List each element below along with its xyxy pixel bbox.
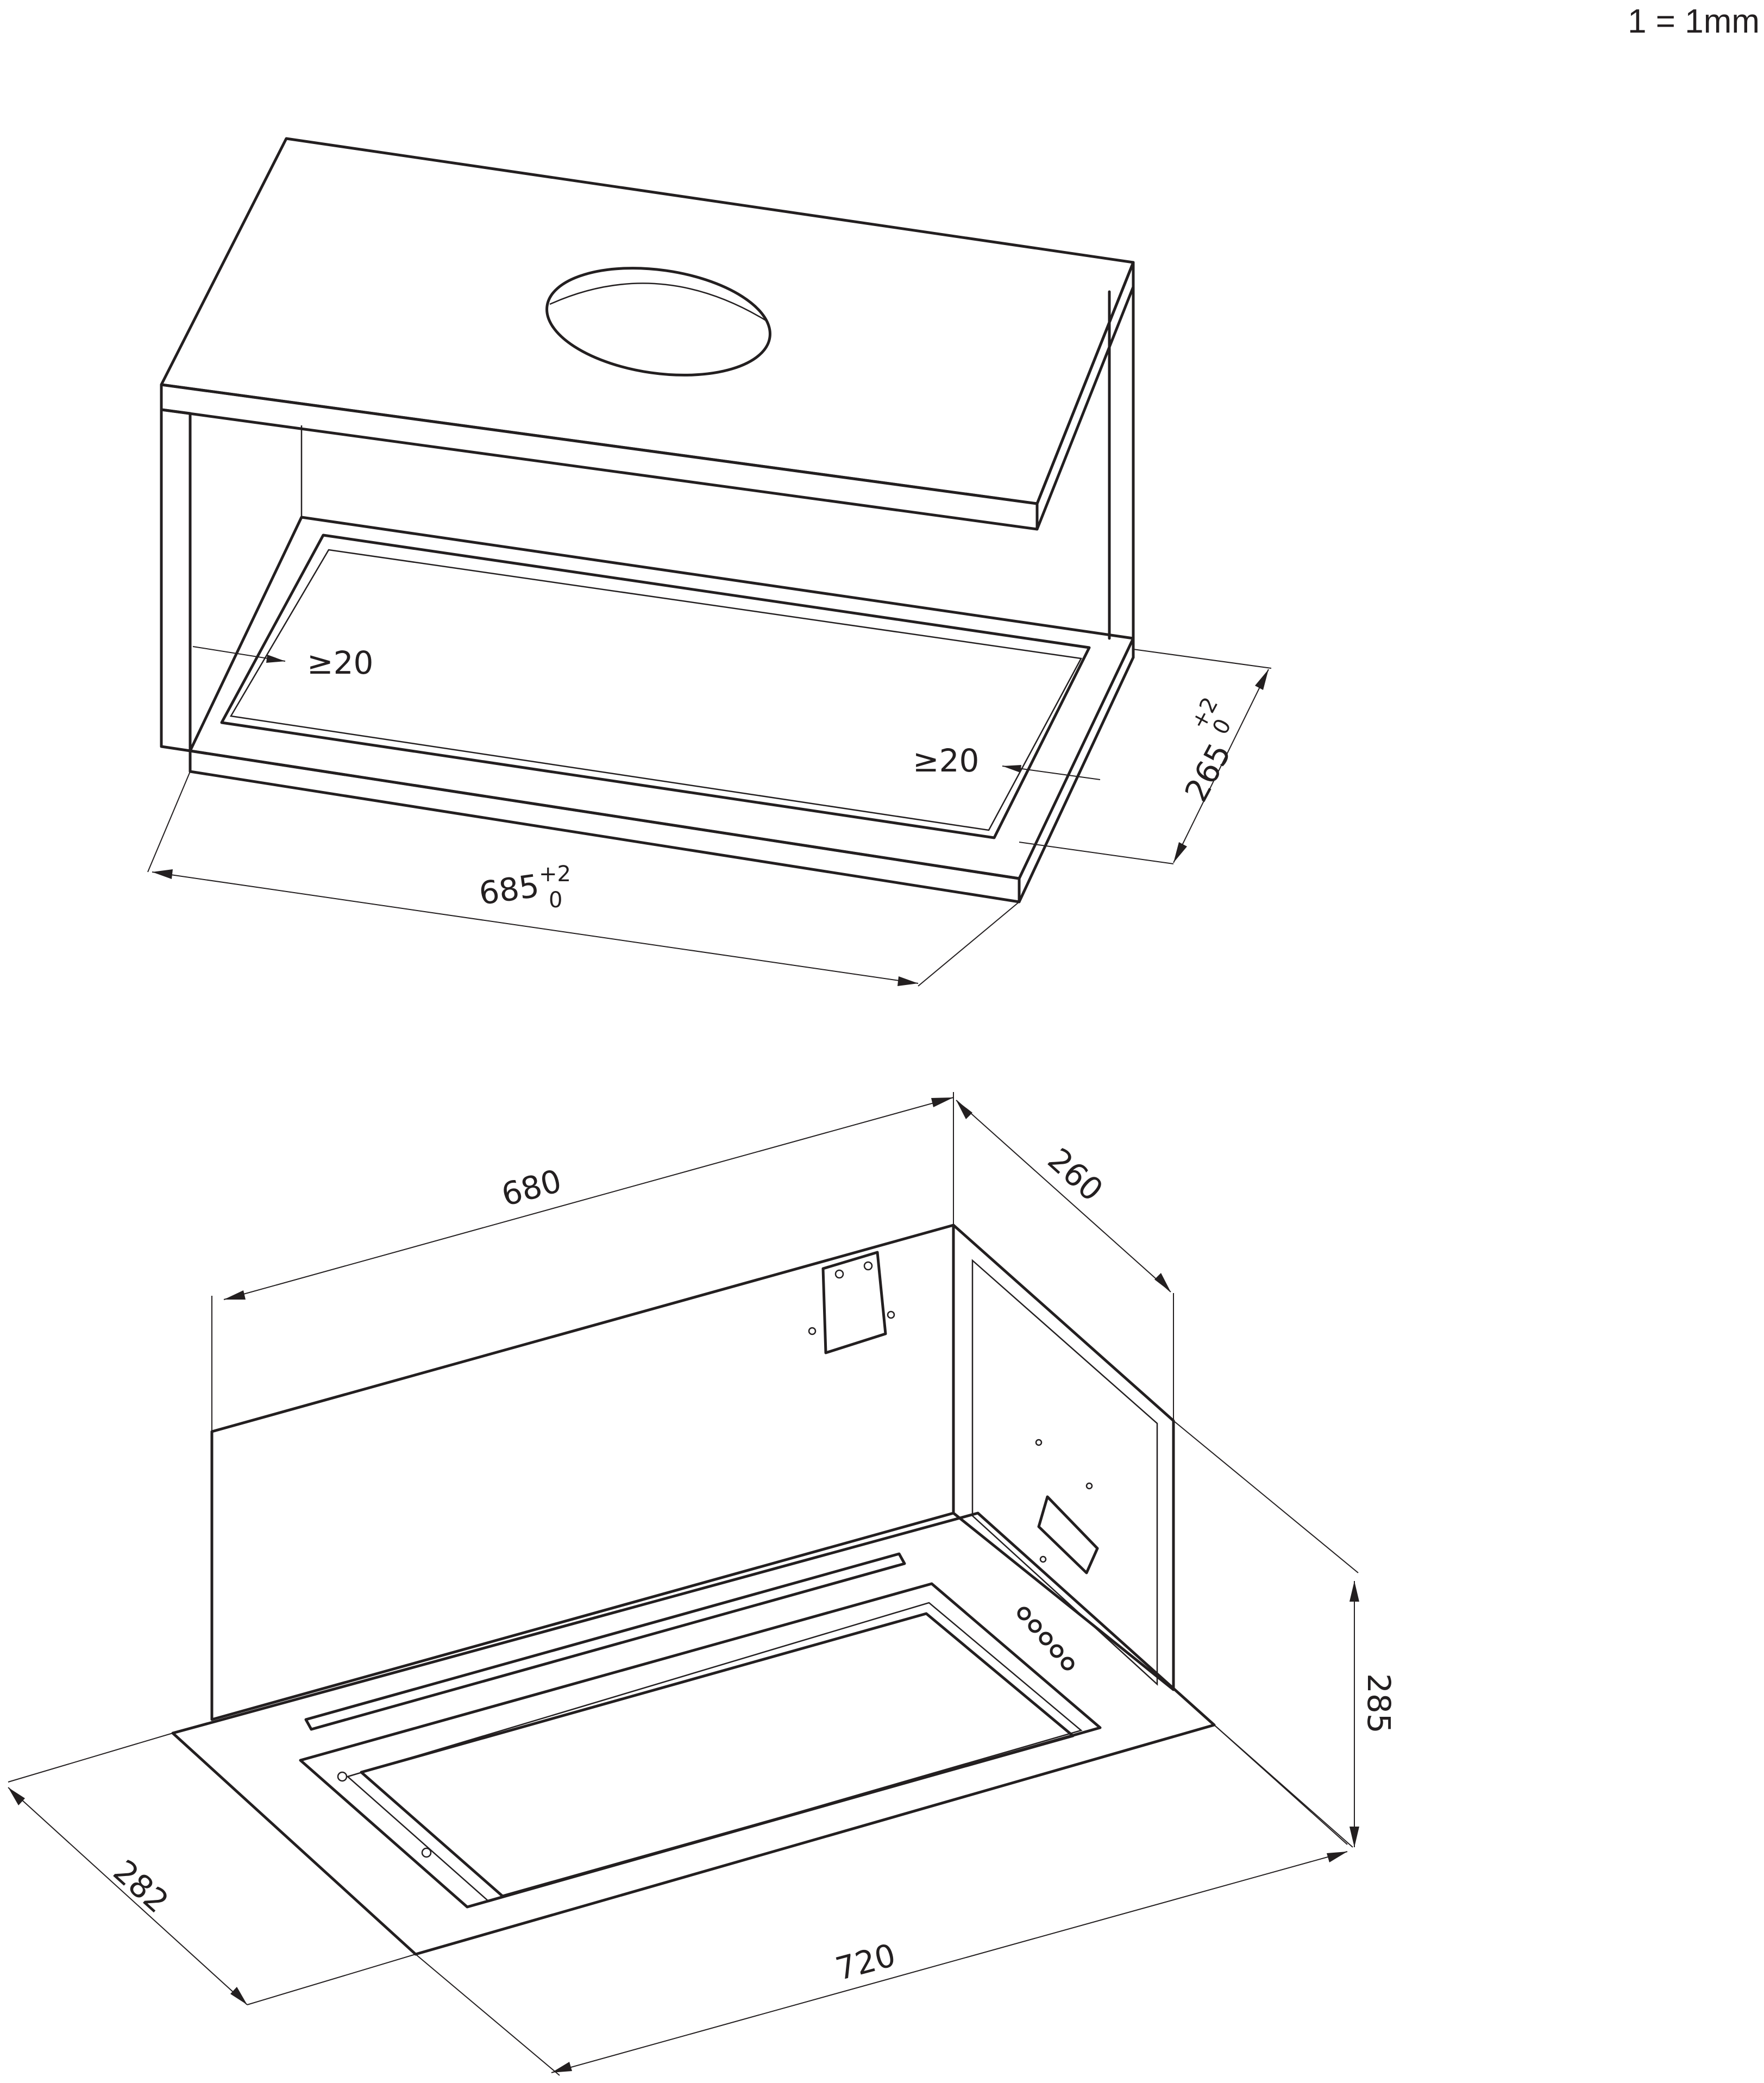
control-button-1[interactable] <box>1017 1607 1031 1621</box>
hood-filter-frame <box>299 1582 1102 1909</box>
hood-body-side-inner <box>971 1259 1158 1686</box>
mounting-bracket <box>821 1251 887 1354</box>
dim-label-680: 680 <box>498 1162 566 1213</box>
dim-tol-685-upper: +2 <box>539 862 571 887</box>
dim-line-680 <box>223 1097 954 1300</box>
hood-slot <box>304 1552 906 1731</box>
clearance-right-label: ≥20 <box>913 742 979 779</box>
control-button-4[interactable] <box>1050 1644 1064 1658</box>
cabinet-bottom-right-edge-2 <box>1018 656 1135 904</box>
hood-body-front <box>210 1224 955 1721</box>
cabinet-cutout <box>220 534 1091 839</box>
cabinet-left-side <box>160 408 192 752</box>
duct-opening-inner <box>549 283 767 322</box>
dim-tol-265-lower: 0 <box>1208 715 1236 739</box>
scale-note: 1 = 1mm <box>1628 3 1760 40</box>
clearance-left-label: ≥20 <box>307 644 373 681</box>
dim-label-285: 285 <box>1360 1673 1397 1734</box>
dim-line-685 <box>152 871 919 984</box>
hood-filter-inner <box>360 1612 1075 1898</box>
dim-line-265 <box>1173 669 1269 863</box>
control-button-2[interactable] <box>1028 1619 1042 1633</box>
dim-line-260 <box>956 1100 1171 1293</box>
dim-line-720 <box>551 1851 1348 2073</box>
dim-label-720: 720 <box>832 1936 900 1987</box>
dim-label-685: 685 <box>476 867 541 912</box>
cabinet-bottom-front-edge <box>189 749 1021 904</box>
dim-label-282: 282 <box>106 1853 176 1921</box>
control-button-5[interactable] <box>1060 1657 1075 1671</box>
duct-opening <box>545 267 771 377</box>
cabinet-top-front-edge <box>160 383 1039 531</box>
side-cutout <box>1037 1495 1099 1574</box>
hood-filter-lip <box>346 1602 1083 1903</box>
dim-tol-685-lower: 0 <box>549 888 562 913</box>
dim-line-282 <box>8 1787 248 2005</box>
dim-label-260: 260 <box>1041 1141 1110 1209</box>
hood-drawing: 680 260 285 720 282 <box>8 1092 1397 2076</box>
hood-body-side <box>952 1224 1175 1691</box>
control-button-3[interactable] <box>1039 1632 1053 1646</box>
cabinet-top-right-edge <box>1035 261 1135 531</box>
cabinet-cutout-inner <box>229 549 1082 831</box>
cabinet-top-face <box>160 137 1135 505</box>
dim-label-265: 265 <box>1177 737 1238 808</box>
hood-glass-panel <box>171 1511 1216 1956</box>
cabinet-drawing: 685 +2 0 265 +2 0 ≥20 ≥20 <box>147 137 1272 987</box>
